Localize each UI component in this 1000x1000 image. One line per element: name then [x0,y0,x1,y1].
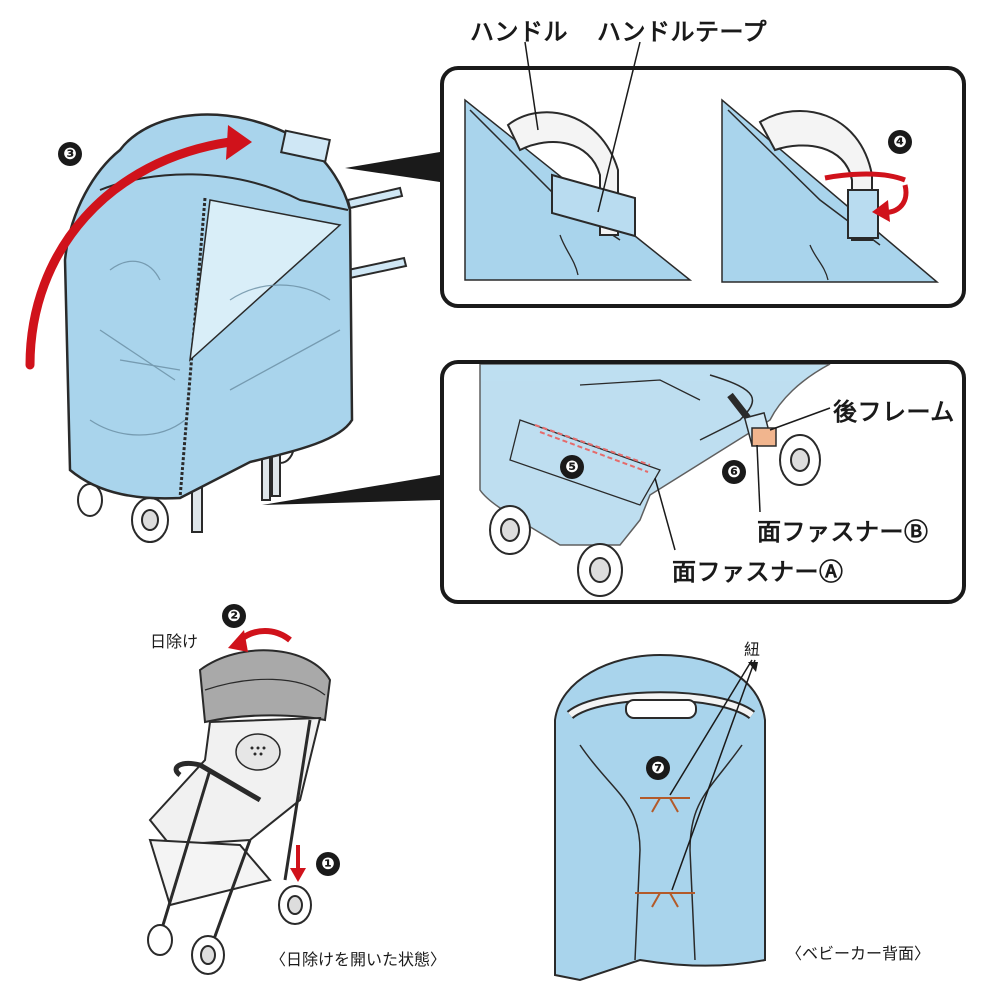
handle-tape-detail-box [440,41,966,308]
covered-stroller-illustration [25,113,440,543]
caption-stroller-back: 〈ベビーカー背面〉 [786,944,931,963]
callout-velcro-a-label: 面ファスナーⒶ [672,558,844,586]
red-down-arrow-icon [290,868,306,882]
step-7-marker: ❼ [646,756,670,780]
callout-handle-tape-label: ハンドルテープ [597,18,768,46]
open-sunshade-stroller-illustration [147,628,332,975]
callout-velcro-b-label: 面ファスナーⒷ [757,518,929,546]
step-6-marker: ❻ [722,460,746,484]
velcro-detail-box [440,360,966,604]
step-2-marker: ❷ [222,604,246,628]
caption-open-sunshade: 〈日除けを開いた状態〉 [270,950,447,969]
sunshade-label: 日除け [150,632,199,651]
step-5-marker: ❺ [560,455,584,479]
string-label: 紐 [744,640,761,659]
curved-red-arrow-icon [25,137,235,370]
callout-rear-frame-label: 後フレーム [833,398,955,426]
step-1-marker: ❶ [316,852,340,876]
step-3-marker: ❸ [58,142,82,166]
callout-handle-label: ハンドル [470,18,568,46]
step-4-marker: ❹ [888,130,912,154]
